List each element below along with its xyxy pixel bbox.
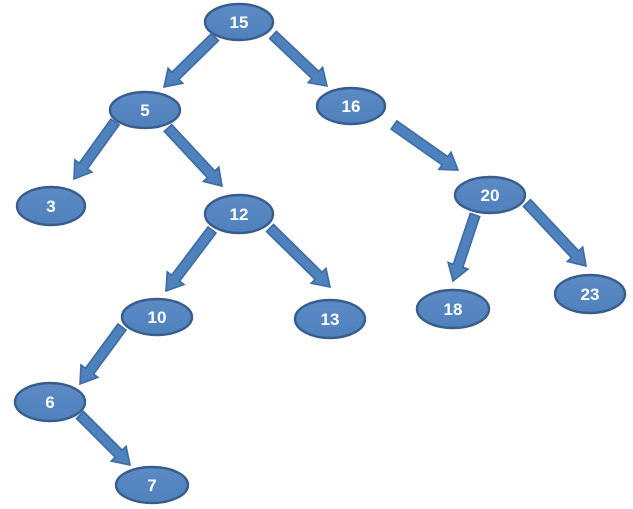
tree-node-6: 6 <box>13 381 87 423</box>
arrow-20-to-18 <box>446 212 481 283</box>
arrow-5-to-12 <box>163 123 223 188</box>
tree-node-3: 3 <box>15 185 87 227</box>
tree-node-23: 23 <box>553 273 627 315</box>
tree-node-label: 20 <box>481 186 500 205</box>
tree-node-ellipse <box>120 297 194 337</box>
arrow-5-to-3 <box>73 117 121 181</box>
arrow-15-to-16 <box>268 30 329 88</box>
arrow-20-to-23 <box>522 198 587 268</box>
tree-node-ellipse <box>453 175 527 215</box>
tree-node-10: 10 <box>120 297 194 337</box>
tree-node-label: 5 <box>140 101 149 120</box>
tree-node-16: 16 <box>315 86 387 126</box>
arrow-12-to-10 <box>165 225 218 293</box>
tree-node-7: 7 <box>114 465 190 505</box>
tree-node-label: 15 <box>230 13 249 32</box>
tree-node-label: 7 <box>147 476 156 495</box>
tree-node-12: 12 <box>203 193 275 235</box>
tree-node-label: 3 <box>46 197 55 216</box>
tree-node-ellipse <box>108 90 182 130</box>
tree-node-13: 13 <box>293 298 367 340</box>
tree-node-label: 12 <box>230 205 249 224</box>
tree-node-ellipse <box>203 193 275 235</box>
tree-node-ellipse <box>203 2 275 42</box>
tree-node-label: 23 <box>581 285 600 304</box>
tree-node-ellipse <box>415 288 491 330</box>
arrow-10-to-6 <box>79 322 128 386</box>
tree-node-label: 16 <box>342 97 361 116</box>
arrow-12-to-13 <box>265 223 332 289</box>
arrow-6-to-7 <box>75 410 132 467</box>
tree-node-ellipse <box>13 381 87 423</box>
arrow-15-to-5 <box>162 32 220 89</box>
tree-node-ellipse <box>114 465 190 505</box>
tree-node-20: 20 <box>453 175 527 215</box>
tree-node-ellipse <box>315 86 387 126</box>
tree-node-ellipse <box>553 273 627 315</box>
tree-node-label: 10 <box>148 308 167 327</box>
node-layer: 15 5 16 3 12 20 10 13 18 23 6 7 <box>13 2 627 505</box>
tree-node-ellipse <box>293 298 367 340</box>
tree-node-label: 18 <box>444 300 463 319</box>
arrow-16-to-20 <box>389 119 460 171</box>
tree-node-label: 6 <box>45 393 54 412</box>
tree-node-5: 5 <box>108 90 182 130</box>
edge-layer <box>73 30 587 467</box>
tree-node-15: 15 <box>203 2 275 42</box>
tree-node-ellipse <box>15 185 87 227</box>
tree-node-label: 13 <box>321 310 340 329</box>
tree-node-18: 18 <box>415 288 491 330</box>
